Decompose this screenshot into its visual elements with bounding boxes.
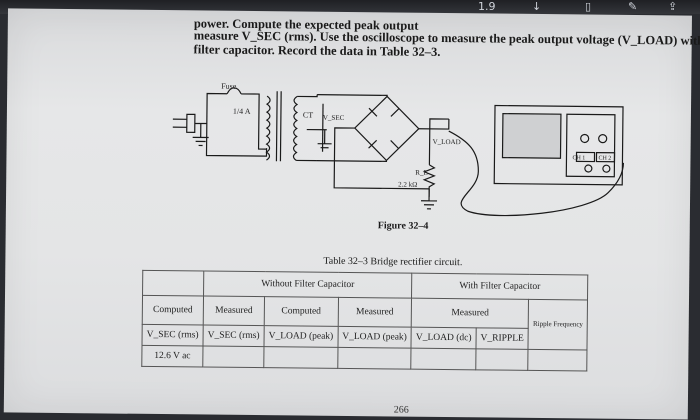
cell-vload-dc: V_LOAD (dc) — [411, 327, 477, 349]
vload-label: V_LOAD — [433, 138, 461, 146]
scope-ch2: CH 2 — [598, 156, 611, 162]
table-title: Table 32–3 Bridge rectifier circuit. — [323, 255, 463, 269]
cell-vsec-value: 12.6 V ac — [141, 345, 203, 367]
cell-vsec-rms: V_SEC (rms) — [141, 324, 204, 346]
group-without-filter: Without Filter Capacitor — [203, 270, 413, 299]
fuse-rating: 1/4 A — [233, 107, 251, 116]
pencil-icon[interactable]: ✎ — [628, 0, 638, 13]
battery-indicator: 1.9 — [478, 0, 496, 13]
oscilloscope-screen — [501, 113, 562, 159]
rl-value: 2.2 kΩ — [398, 181, 417, 189]
probe-cable — [448, 130, 625, 217]
circuit-diagram: Fuse 1/4 A CT V_SEC V_LOAD R_L 2.2 kΩ CH… — [172, 82, 625, 217]
textbook-page: power. Compute the expected peak output … — [3, 8, 700, 420]
col-computed: Computed — [142, 295, 204, 325]
figure-caption: Figure 32–4 — [377, 220, 429, 232]
col-measured-2: Measured — [337, 297, 412, 328]
ground-symbol — [192, 123, 209, 147]
plug-icon — [172, 113, 207, 133]
data-table: Without Filter Capacitor With Filter Cap… — [141, 270, 588, 372]
cell-vsec-rms-measured: V_SEC (rms) — [202, 324, 265, 347]
table-subheader-row: Computed Measured Computed Measured Meas… — [142, 295, 588, 351]
col-computed-2: Computed — [264, 296, 339, 327]
oscilloscope — [493, 104, 624, 186]
ct-label: CT — [303, 111, 313, 120]
share-icon[interactable]: ⇪ — [668, 0, 678, 13]
load-resistor — [422, 164, 436, 197]
cell-vload-peak: V_LOAD (peak) — [263, 325, 338, 348]
rl-label: R_L — [415, 169, 428, 177]
secondary-coil — [292, 95, 299, 161]
table-value-row: 12.6 V ac — [141, 345, 588, 372]
fuse-label: Fuse — [221, 82, 237, 91]
col-measured-3: Measured — [411, 298, 529, 329]
cell-vripple: V_RIPPLE — [475, 327, 529, 350]
scope-ch1: CH 1 — [572, 155, 585, 161]
primary-coil — [265, 95, 271, 161]
bookmark-icon[interactable]: ▯ — [585, 0, 592, 13]
download-icon[interactable]: ↓ — [532, 0, 542, 13]
page-number: 266 — [393, 404, 409, 416]
vsec-label: V_SEC — [323, 114, 345, 122]
col-measured: Measured — [203, 295, 265, 326]
col-ripple-frequency: Ripple Frequency — [528, 299, 588, 351]
group-with-filter: With Filter Capacitor — [411, 273, 588, 301]
cell-vload-peak-measured: V_LOAD (peak) — [337, 326, 412, 349]
bridge-rectifier — [353, 95, 420, 162]
